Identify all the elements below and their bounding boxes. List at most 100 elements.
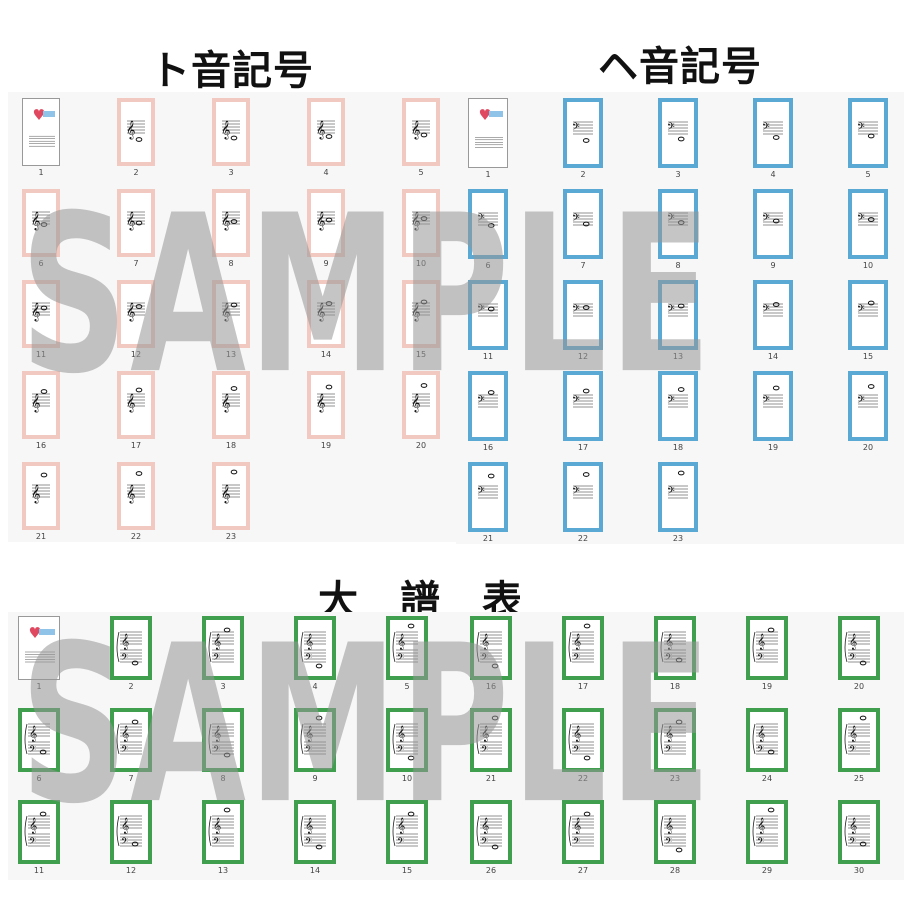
bass-card-thumbnail[interactable]: 𝄢 [563,280,603,350]
bass-clef-icon: 𝄢 [481,836,488,849]
bass-card-thumbnail[interactable]: 𝄢 [848,371,888,441]
bass-card-thumbnail[interactable]: 𝄢 [468,462,508,532]
card-face: 𝄞𝄢 [750,620,784,676]
grand-card-thumbnail[interactable]: 𝄞𝄢 [110,616,152,680]
treble-card-thumbnail[interactable]: 𝄞 [212,371,250,439]
grand-card-thumbnail[interactable]: 𝄞𝄢 [294,800,336,864]
grand-card-thumbnail[interactable]: 𝄞𝄢 [746,616,788,680]
treble-card-thumbnail[interactable]: 𝄞 [22,189,60,257]
treble-card-thumbnail[interactable]: 𝄞 [117,371,155,439]
card-face: 𝄞𝄢 [22,712,56,768]
bass-card-thumbnail[interactable]: 𝄢 [848,280,888,350]
page-number: 21 [485,774,497,783]
treble-card-thumbnail[interactable]: 𝄞 [117,189,155,257]
staff-notation: 𝄞 [126,302,145,322]
grand-card-thumbnail[interactable]: 𝄞𝄢 [654,616,696,680]
treble-card-thumbnail[interactable]: 𝄞 [307,98,345,166]
bass-cover-card[interactable] [468,98,508,168]
treble-card-thumbnail[interactable]: 𝄞 [402,189,440,257]
grand-card-thumbnail[interactable]: 𝄞𝄢 [202,800,244,864]
bass-clef-icon: 𝄢 [481,744,488,757]
grand-card-thumbnail[interactable]: 𝄞𝄢 [838,708,880,772]
bass-card-thumbnail[interactable]: 𝄢 [753,98,793,168]
bass-card-thumbnail[interactable]: 𝄢 [753,371,793,441]
treble-card-thumbnail[interactable]: 𝄞 [117,98,155,166]
grand-card-thumbnail[interactable]: 𝄞𝄢 [18,800,60,864]
bass-card-thumbnail[interactable]: 𝄢 [658,189,698,259]
card-face: 𝄞 [216,466,246,526]
bass-card-thumbnail[interactable]: 𝄢 [658,462,698,532]
treble-card-thumbnail[interactable]: 𝄞 [402,280,440,348]
treble-card-thumbnail[interactable]: 𝄞 [22,462,60,530]
grand-cover-card[interactable] [18,616,60,680]
treble-cover-card[interactable] [22,98,60,166]
staff-notation: 𝄞𝄢 [208,627,234,665]
bass-card-thumbnail[interactable]: 𝄢 [563,189,603,259]
treble-card-thumbnail[interactable]: 𝄞 [212,280,250,348]
card-face: 𝄞 [121,102,151,162]
treble-card-thumbnail[interactable]: 𝄞 [402,371,440,439]
page-number: 15 [401,866,413,875]
grand-card-thumbnail[interactable]: 𝄞𝄢 [654,708,696,772]
grand-card-thumbnail[interactable]: 𝄞𝄢 [838,616,880,680]
treble-card-thumbnail[interactable]: 𝄞 [212,189,250,257]
treble-card-thumbnail[interactable]: 𝄞 [117,280,155,348]
grand-card-thumbnail[interactable]: 𝄞𝄢 [18,708,60,772]
card-face: 𝄢 [567,193,599,255]
staff-notation: 𝄞 [411,211,430,231]
treble-card-thumbnail[interactable]: 𝄞 [307,189,345,257]
grand-card-thumbnail[interactable]: 𝄞𝄢 [386,708,428,772]
grand-card-thumbnail[interactable]: 𝄞𝄢 [654,800,696,864]
bass-card-thumbnail[interactable]: 𝄢 [658,98,698,168]
treble-card-thumbnail[interactable]: 𝄞 [307,371,345,439]
grand-card-thumbnail[interactable]: 𝄞𝄢 [562,708,604,772]
bass-card-thumbnail[interactable]: 𝄢 [658,371,698,441]
bass-card-thumbnail[interactable]: 𝄢 [563,371,603,441]
grand-card-thumbnail[interactable]: 𝄞𝄢 [294,708,336,772]
page-number: 3 [675,170,681,179]
bass-card-thumbnail[interactable]: 𝄢 [468,371,508,441]
bass-card-thumbnail[interactable]: 𝄢 [848,98,888,168]
grand-card-thumbnail[interactable]: 𝄞𝄢 [746,800,788,864]
treble-clef-icon: 𝄞 [29,726,37,742]
card-face: 𝄢 [852,102,884,164]
grand-card-thumbnail[interactable]: 𝄞𝄢 [838,800,880,864]
bass-card-thumbnail[interactable]: 𝄢 [468,280,508,350]
brace-icon [476,815,480,847]
treble-card-thumbnail[interactable]: 𝄞 [22,371,60,439]
treble-card-thumbnail[interactable]: 𝄞 [402,98,440,166]
staff-notation: 𝄢 [572,121,593,143]
bass-card-thumbnail[interactable]: 𝄢 [658,280,698,350]
grand-card-thumbnail[interactable]: 𝄞𝄢 [202,616,244,680]
grand-card-thumbnail[interactable]: 𝄞𝄢 [294,616,336,680]
treble-card-thumbnail[interactable]: 𝄞 [212,98,250,166]
treble-card-thumbnail[interactable]: 𝄞 [117,462,155,530]
bass-card-thumbnail[interactable]: 𝄢 [468,189,508,259]
bass-clef-icon: 𝄢 [29,744,36,757]
grand-card-thumbnail[interactable]: 𝄞𝄢 [562,616,604,680]
grand-card-thumbnail[interactable]: 𝄞𝄢 [110,708,152,772]
page-number: 6 [36,774,42,783]
bass-clef-icon: 𝄢 [572,303,580,317]
grand-card-thumbnail[interactable]: 𝄞𝄢 [746,708,788,772]
treble-card-thumbnail[interactable]: 𝄞 [212,462,250,530]
treble-card-thumbnail[interactable]: 𝄞 [307,280,345,348]
whole-note-icon [420,299,428,305]
bass-card-thumbnail[interactable]: 𝄢 [753,189,793,259]
grand-card-thumbnail[interactable]: 𝄞𝄢 [202,708,244,772]
grand-card-thumbnail[interactable]: 𝄞𝄢 [110,800,152,864]
grand-card-thumbnail[interactable]: 𝄞𝄢 [470,800,512,864]
grand-card-thumbnail[interactable]: 𝄞𝄢 [386,616,428,680]
treble-card-thumbnail[interactable]: 𝄞 [22,280,60,348]
bass-card-thumbnail[interactable]: 𝄢 [563,98,603,168]
bass-clef-icon: 𝄢 [477,485,485,499]
bass-card-thumbnail[interactable]: 𝄢 [753,280,793,350]
bass-card-thumbnail[interactable]: 𝄢 [563,462,603,532]
page-number: 19 [320,441,332,450]
bass-card-thumbnail[interactable]: 𝄢 [848,189,888,259]
grand-card-thumbnail[interactable]: 𝄞𝄢 [470,616,512,680]
staff-notation: 𝄞𝄢 [300,815,326,850]
grand-card-thumbnail[interactable]: 𝄞𝄢 [562,800,604,864]
grand-card-thumbnail[interactable]: 𝄞𝄢 [386,800,428,864]
grand-card-thumbnail[interactable]: 𝄞𝄢 [470,708,512,772]
